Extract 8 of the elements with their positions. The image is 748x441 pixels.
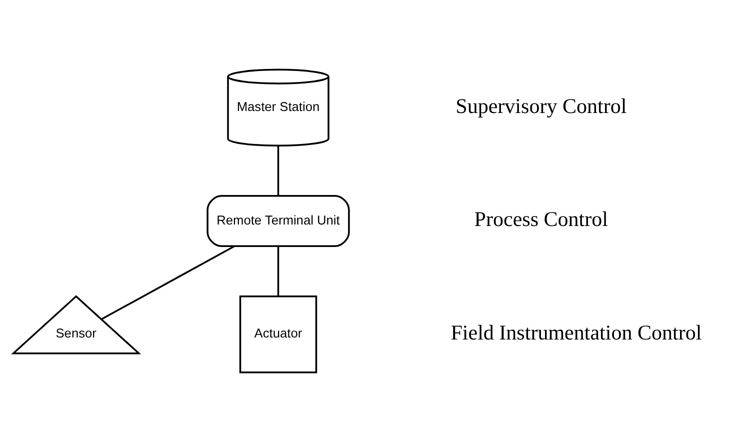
connector <box>277 246 280 296</box>
label: Process Control <box>474 206 608 231</box>
connector <box>100 244 235 320</box>
node-box: Actuator <box>239 295 318 373</box>
label: Field Instrumentation Control <box>450 320 702 344</box>
label: Supervisory Control <box>456 93 627 118</box>
connector <box>277 145 280 196</box>
node-box: Remote Terminal Unit <box>206 194 350 246</box>
